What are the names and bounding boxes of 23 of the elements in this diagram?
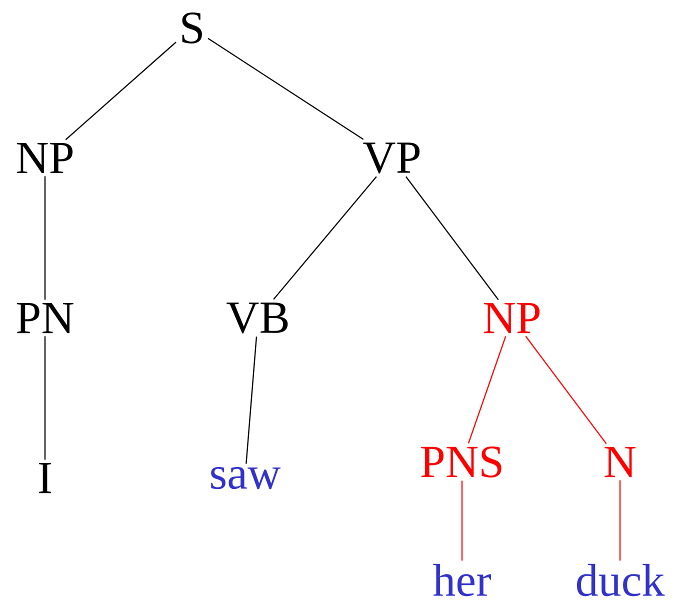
- tree-branch: [619, 480, 621, 561]
- word-label: duck: [576, 564, 665, 596]
- category-label: PNS: [421, 446, 502, 478]
- category-label: NP: [16, 142, 73, 174]
- word-label: saw: [211, 466, 281, 490]
- tree-branch: [461, 480, 463, 561]
- tree-branch: [405, 176, 499, 300]
- tree-branch: [44, 336, 46, 460]
- tree-branch: [468, 336, 506, 444]
- category-label: VB: [226, 302, 288, 334]
- word-label: I: [39, 462, 52, 494]
- category-label: N: [604, 446, 636, 478]
- tree-branch: [65, 42, 176, 140]
- tree-branch: [273, 176, 377, 300]
- category-label: S: [182, 12, 202, 44]
- tree-branch: [246, 336, 258, 464]
- tree-branch: [208, 38, 364, 140]
- tree-branch: [44, 176, 46, 300]
- category-label: NP: [484, 302, 540, 334]
- tree-branch: [525, 336, 607, 444]
- category-label: VP: [363, 142, 420, 174]
- word-label: her: [433, 564, 491, 596]
- category-label: PN: [16, 302, 74, 334]
